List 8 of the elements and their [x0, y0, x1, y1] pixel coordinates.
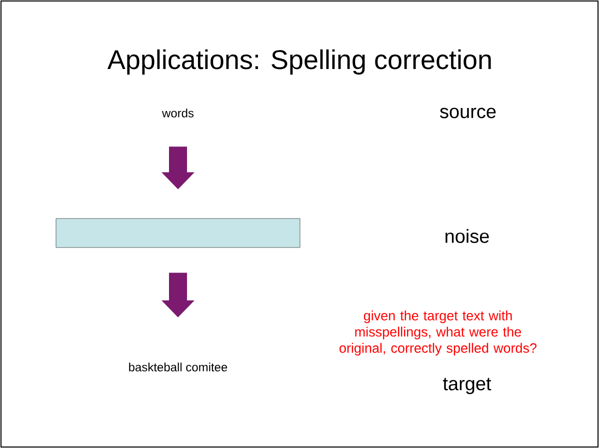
slide-title: Applications: Spelling correction: [107, 49, 491, 75]
text-label: words: [162, 108, 194, 118]
channel-box: [56, 218, 300, 248]
side-label: target: [443, 378, 492, 394]
side-label: source: [440, 108, 496, 118]
side-label: noise: [446, 229, 489, 243]
question-note: given the target text with misspellings, what were the original, correctly spelled words?: [340, 310, 536, 356]
text-label: baskteball comitee: [129, 362, 228, 372]
